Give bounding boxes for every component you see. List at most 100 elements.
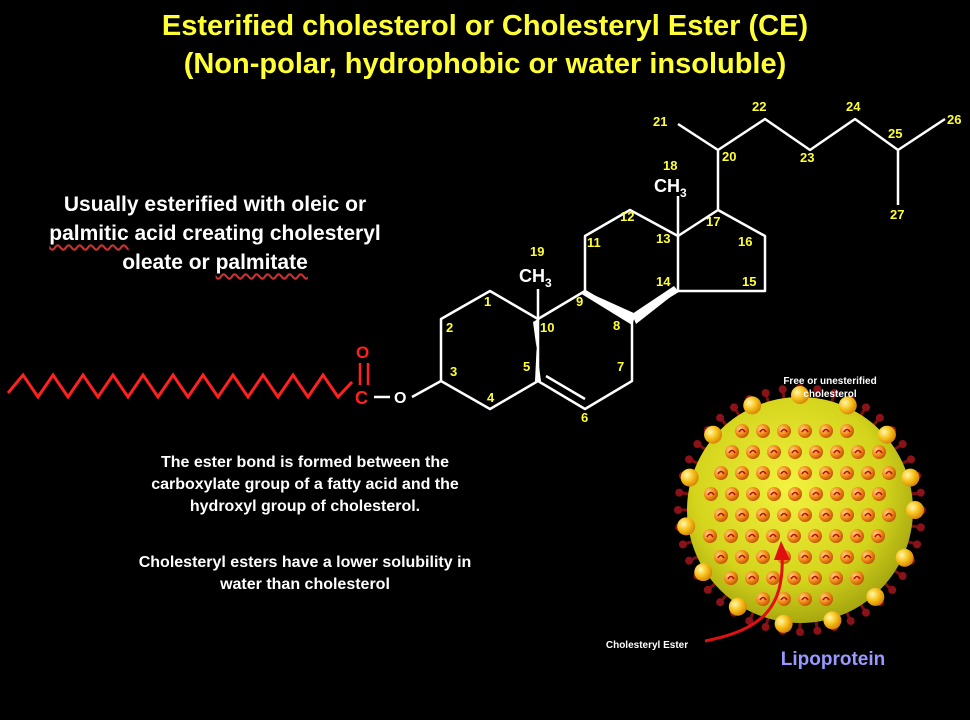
surface-head bbox=[778, 385, 787, 394]
oxygen-c3-bond bbox=[411, 379, 442, 399]
pointer-arrow-head bbox=[774, 541, 790, 560]
cholesteryl-ester-tail bbox=[769, 533, 777, 538]
methyl-19-label: CH3 bbox=[519, 266, 552, 290]
cholesteryl-ester-tail bbox=[801, 554, 809, 559]
cholesteryl-ester-ball bbox=[725, 487, 739, 501]
cholesteryl-ester-tail bbox=[780, 470, 788, 475]
atom-number-2: 2 bbox=[446, 320, 453, 335]
cholesteryl-ester-ball bbox=[798, 466, 812, 480]
cholesteryl-ester-ball bbox=[745, 529, 759, 543]
cholesteryl-ester-tail bbox=[749, 491, 757, 496]
cholesteryl-ester-tail bbox=[811, 533, 819, 538]
cholesteryl-ester-ball bbox=[704, 487, 718, 501]
free-cholesterol-ball bbox=[866, 587, 885, 606]
cholesteryl-ester-ball bbox=[850, 571, 864, 585]
surface-head bbox=[906, 455, 915, 464]
solubility-explanation: Cholesteryl esters have a lower solubili… bbox=[138, 554, 472, 593]
title-line-1: Esterified cholesterol or Cholesteryl Es… bbox=[161, 10, 809, 42]
wedge-bond-14-8 bbox=[632, 286, 678, 324]
cholesteryl-ester-tail bbox=[759, 596, 767, 601]
cholesteryl-ester-ball bbox=[714, 508, 728, 522]
cholesteryl-ester-tail bbox=[717, 554, 725, 559]
cholesteryl-ester-tail bbox=[801, 428, 809, 433]
cholesteryl-ester-tail bbox=[875, 449, 883, 454]
cholesteryl-ester-ball bbox=[735, 550, 749, 564]
surface-phospholipid-heads bbox=[674, 384, 926, 636]
free-cholesterol-ball bbox=[704, 425, 723, 444]
methyl-18-label: CH3 bbox=[654, 176, 687, 200]
atom-number-4: 4 bbox=[487, 390, 495, 405]
free-cholesterol-ball bbox=[680, 468, 699, 487]
cholesteryl-ester-ball bbox=[756, 592, 770, 606]
cholesteryl-ester-tail bbox=[770, 449, 778, 454]
cholesteryl-ester-ball bbox=[735, 424, 749, 438]
cholesteryl-ester-ball bbox=[830, 487, 844, 501]
cholesteryl-ester-tail bbox=[780, 596, 788, 601]
cholesteryl-ester-tail bbox=[822, 470, 830, 475]
cholesteryl-ester-ball bbox=[725, 445, 739, 459]
cholesteryl-ester-tail bbox=[801, 470, 809, 475]
cholesteryl-ester-tail bbox=[864, 554, 872, 559]
free-cholesterol-ball bbox=[895, 548, 914, 567]
carbonyl-oxygen: O bbox=[356, 343, 369, 362]
cholesteryl-ester-tail bbox=[748, 533, 756, 538]
surface-head bbox=[861, 403, 870, 412]
free-cholesterol-ball bbox=[694, 563, 713, 582]
free-cholesterol-ball bbox=[677, 517, 696, 536]
cholesteryl-ester-ball bbox=[830, 445, 844, 459]
cholesteryl-ester-tail bbox=[853, 533, 861, 538]
cholesteryl-ester-ball bbox=[756, 508, 770, 522]
cholesteryl-ester-ball bbox=[840, 508, 854, 522]
cholesteryl-ester-tail bbox=[833, 491, 841, 496]
cholesteryl-ester-tail bbox=[843, 554, 851, 559]
surface-head bbox=[678, 540, 687, 549]
cholesteryl-ester-ball bbox=[724, 529, 738, 543]
cholesteryl-ester-tail bbox=[822, 596, 830, 601]
cholesteryl-ester-ball bbox=[840, 466, 854, 480]
esterification-note: Usually esterified with oleic or palmiti… bbox=[40, 190, 390, 277]
free-cholesterol-ball bbox=[728, 597, 747, 616]
cholesteryl-ester-ball bbox=[872, 445, 886, 459]
cholesteryl-ester-tail bbox=[780, 512, 788, 517]
cholesteryl-ester-tail bbox=[727, 533, 735, 538]
atom-number-19: 19 bbox=[530, 244, 544, 259]
note-underlined-palmitic: palmitic bbox=[49, 222, 129, 245]
surface-head bbox=[745, 616, 754, 625]
cholesteryl-ester-tail bbox=[759, 428, 767, 433]
surface-head bbox=[898, 440, 907, 449]
cholesteryl-ester-ball bbox=[787, 529, 801, 543]
cholesteryl-ester-tail bbox=[759, 554, 767, 559]
cholesteryl-ester-tail bbox=[748, 575, 756, 580]
fatty-acid-chain bbox=[6, 372, 354, 400]
surface-head bbox=[813, 626, 822, 635]
cholesteryl-ester-ball bbox=[735, 466, 749, 480]
cholesteryl-ester-ball bbox=[798, 508, 812, 522]
atom-number-27: 27 bbox=[890, 207, 904, 222]
cholesteryl-ester-ball bbox=[819, 466, 833, 480]
cholesteryl-ester-ball bbox=[840, 424, 854, 438]
free-cholesterol-ball bbox=[838, 396, 857, 415]
cholesteryl-ester-tail bbox=[801, 512, 809, 517]
cholesteryl-ester-tail bbox=[790, 575, 798, 580]
free-cholesterol-ball bbox=[901, 468, 920, 487]
cholesteryl-ester-tail bbox=[822, 512, 830, 517]
cholesteryl-ester-ball bbox=[777, 466, 791, 480]
carbonyl-carbon: C bbox=[355, 388, 368, 408]
cholesteryl-ester-ball bbox=[788, 445, 802, 459]
surface-head bbox=[898, 571, 907, 580]
surface-head bbox=[830, 388, 839, 397]
cholesteryl-ester-ball bbox=[819, 424, 833, 438]
cholesteryl-ester-ball bbox=[777, 508, 791, 522]
note-text-1: Usually esterified with oleic or bbox=[63, 193, 367, 216]
atom-number-16: 16 bbox=[738, 234, 752, 249]
free-cholesterol-ball bbox=[774, 614, 793, 633]
cholesteryl-ester-ball bbox=[766, 529, 780, 543]
note-underlined-palmitate: palmitate bbox=[215, 251, 308, 274]
surface-head bbox=[730, 403, 739, 412]
cholesteryl-ester-ball bbox=[882, 466, 896, 480]
cholesteryl-ester-tail bbox=[790, 533, 798, 538]
cholesteryl-ester-tail bbox=[801, 596, 809, 601]
cholesteryl-ester-ball bbox=[787, 571, 801, 585]
cholesteryl-ester-ball bbox=[829, 571, 843, 585]
